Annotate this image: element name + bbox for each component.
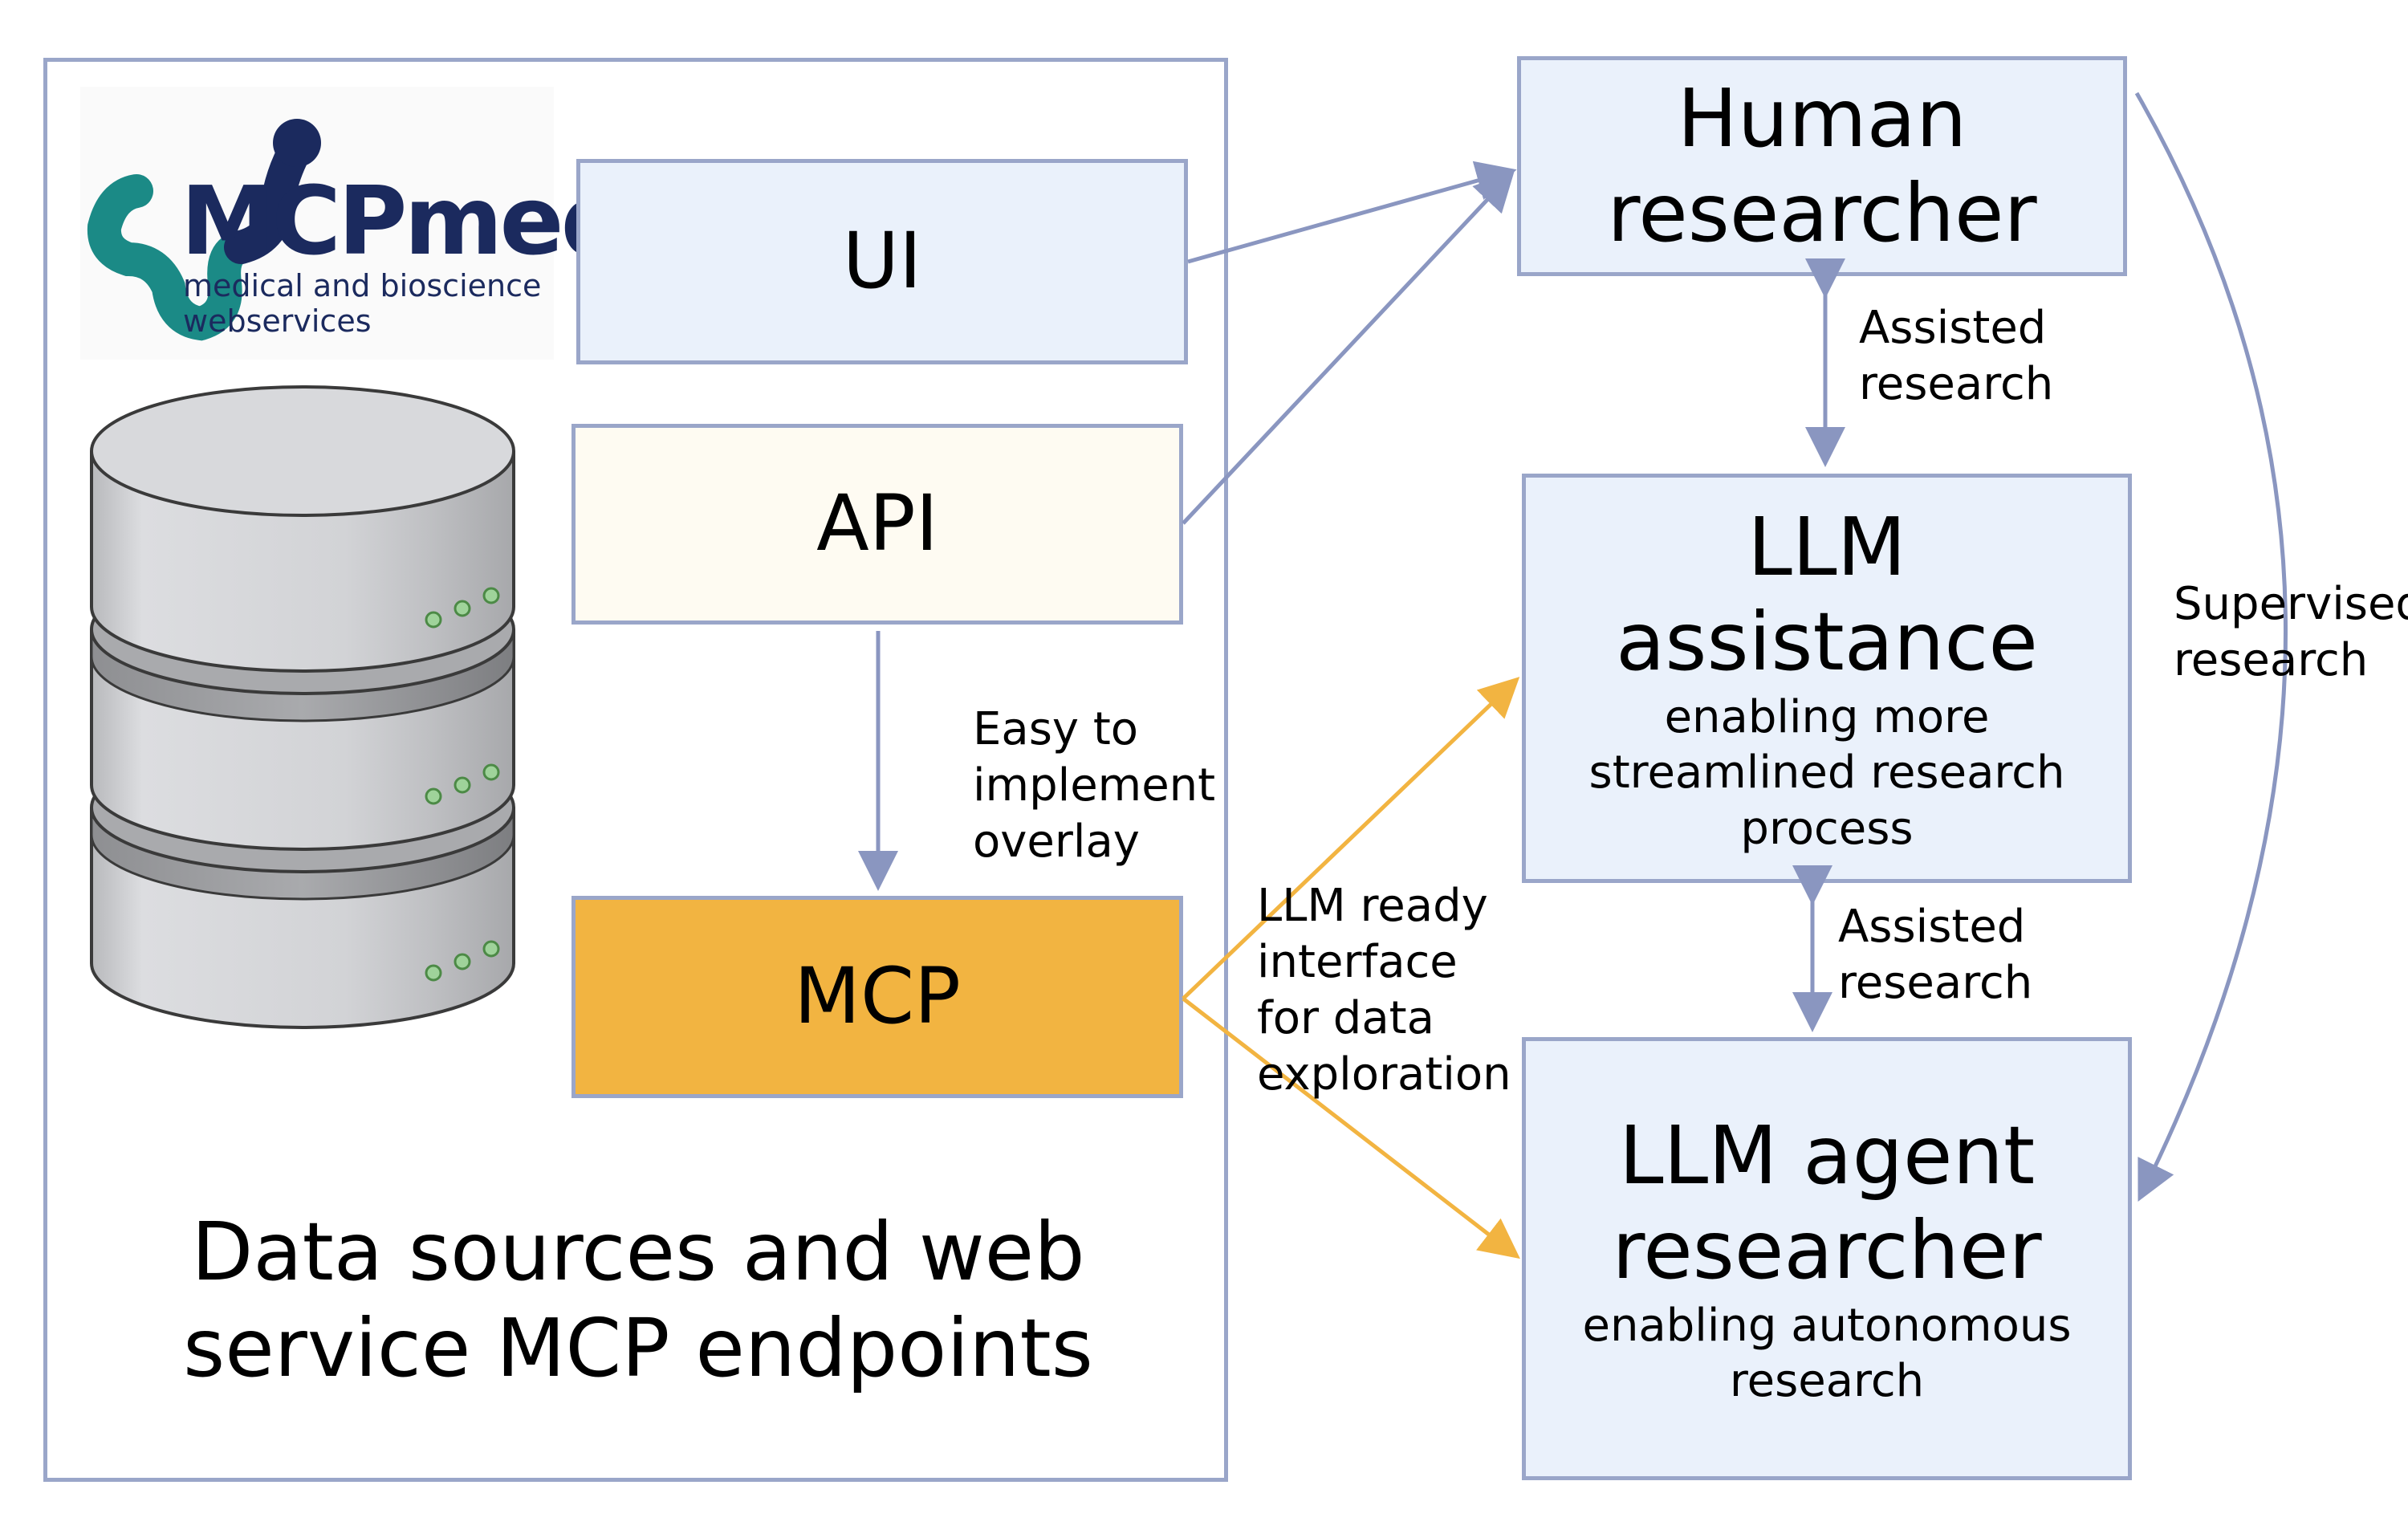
caption-line-1: Data sources and web	[191, 1205, 1085, 1299]
agent-sub-2: research	[1729, 1355, 1925, 1407]
caption-line-2: service MCP endpoints	[183, 1301, 1093, 1395]
llm-assist-sub-1: enabling more	[1664, 690, 1990, 743]
logo-tagline-line1: medical and bioscience	[183, 268, 542, 303]
supervised-research-arrow	[2134, 92, 2288, 1202]
database-icon	[90, 385, 515, 1029]
assisted-research-bottom-label: Assisted research	[1838, 901, 2033, 1009]
mcp-node-label: MCP	[794, 951, 961, 1042]
data-sources-panel	[43, 58, 1228, 1482]
human-researcher-node: Human researcher	[1517, 56, 2127, 276]
llm-assist-sub-3: process	[1740, 802, 1914, 855]
mcp-node: MCP	[571, 896, 1183, 1098]
ui-to-human-arrow	[1187, 161, 1517, 264]
mcp-to-llm-agent-arrow	[1182, 997, 1520, 1259]
mcp-to-llm-assistance-arrow	[1182, 677, 1520, 1000]
mcpmed-logo-mark	[87, 119, 321, 341]
human-line-2: researcher	[1607, 166, 2037, 260]
api-node-label: API	[816, 478, 938, 569]
data-sources-caption: Data sources and web service MCP endpoin…	[144, 1204, 1132, 1397]
logo-tagline-line2: webservices	[183, 303, 372, 339]
agent-sub-1: enabling autonomous	[1582, 1299, 2072, 1352]
api-node: API	[571, 424, 1183, 625]
ui-node-label: UI	[842, 216, 922, 307]
api-to-human-arrow	[1182, 170, 1515, 525]
llm-ready-label: LLM ready interface for data exploration	[1257, 880, 1511, 1101]
logo-wordmark: MCPmed	[181, 165, 628, 276]
assisted-research-top-label: Assisted research	[1859, 302, 2054, 410]
llm-assistance-node: LLM assistance enabling more streamlined…	[1522, 474, 2132, 883]
llm-assist-line-1: LLM	[1747, 499, 1906, 594]
ui-node: UI	[576, 159, 1188, 364]
overlay-label: Easy to implement overlay	[973, 703, 1216, 868]
agent-line-2: researcher	[1612, 1202, 2042, 1297]
agent-line-1: LLM agent	[1618, 1108, 2036, 1202]
database-disk-top	[90, 385, 515, 673]
llm-assist-line-2: assistance	[1616, 594, 2038, 689]
llm-agent-researcher-node: LLM agent researcher enabling autonomous…	[1522, 1037, 2132, 1480]
human-line-1: Human	[1677, 71, 1967, 165]
supervised-research-label: Supervised research	[2174, 578, 2408, 686]
llm-assist-sub-2: streamlined research	[1588, 747, 2065, 800]
mcpmed-logo: MCPmed medical and bioscience webservice…	[80, 87, 628, 360]
